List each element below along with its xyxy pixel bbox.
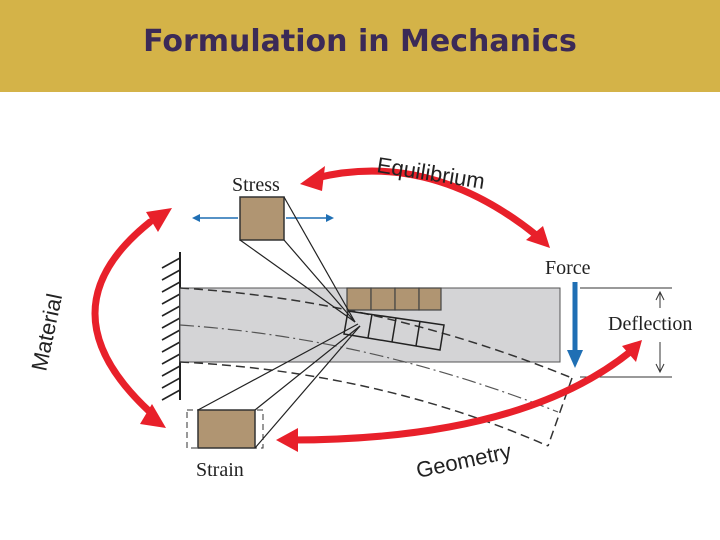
beam-elements-undeformed <box>346 287 442 311</box>
equilibrium-arrow <box>312 167 540 239</box>
beam-centerline <box>179 324 559 413</box>
stress-label: Stress <box>232 174 280 196</box>
material-label: Material <box>26 291 67 373</box>
leader-lines <box>197 196 361 449</box>
deflection-label: Deflection <box>608 313 692 335</box>
force-arrow <box>567 282 583 368</box>
wall-support <box>161 252 181 401</box>
red-arrowheads <box>140 166 642 452</box>
beam-elements-deformed <box>343 310 445 351</box>
red-arrows <box>91 167 634 444</box>
geometry-label: Geometry <box>414 438 514 483</box>
force-label: Force <box>545 257 591 279</box>
geometry-arrow <box>286 348 634 444</box>
equilibrium-label: Equilibrium <box>375 152 486 194</box>
slide-title: Formulation in Mechanics <box>143 24 577 59</box>
strain-element <box>186 409 264 449</box>
material-arrow <box>91 218 154 416</box>
strain-label: Strain <box>196 459 244 481</box>
mechanics-diagram: Stress Strain Force Deflection Equilibri… <box>26 152 692 483</box>
deflected-shape <box>179 287 573 447</box>
stress-element <box>192 196 334 241</box>
title-bar <box>0 0 720 92</box>
